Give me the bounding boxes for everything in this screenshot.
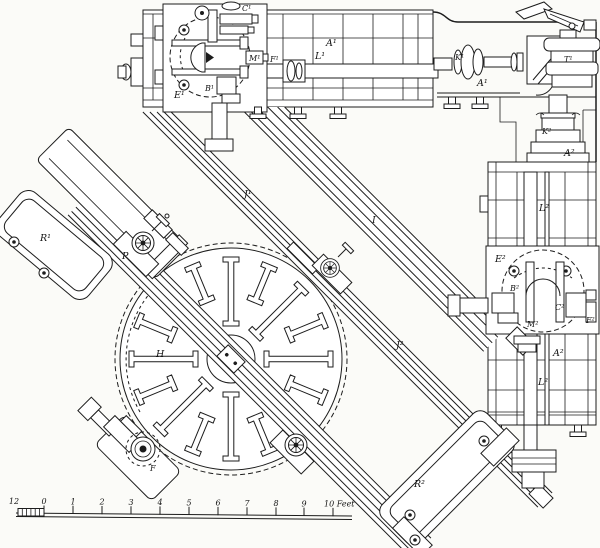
gear-circle-dashed xyxy=(501,249,585,333)
bevel-gear-k1 xyxy=(433,35,574,85)
carriage-mid xyxy=(311,241,355,295)
scale-tick-9: 9 xyxy=(301,500,306,509)
scale-tick-6: 6 xyxy=(215,499,220,508)
label-a2-upper: A² xyxy=(563,148,575,159)
label-l2-lower: L² xyxy=(537,377,548,388)
leadscrew-horizontal xyxy=(266,63,284,79)
label-a1-corner: A¹ xyxy=(476,78,488,89)
right-bed-lower xyxy=(489,424,587,489)
scale-end-label: 10 Feet xyxy=(324,500,355,509)
head-left xyxy=(154,1,269,152)
pivot-hole xyxy=(508,265,520,277)
frame-foot xyxy=(443,96,461,109)
scale-tick-8: 8 xyxy=(273,499,278,508)
part-labels: A¹ L¹ F¹ C¹ M¹ B¹ E¹ K¹ T¹ A¹ K² A² L² E… xyxy=(39,4,595,490)
label-r2: R² xyxy=(413,479,425,490)
carriage-p xyxy=(112,212,171,278)
label-f: F xyxy=(149,464,156,473)
label-m2: M² xyxy=(526,320,538,329)
label-f2: F² xyxy=(585,316,595,325)
bolt-hole xyxy=(8,236,20,248)
bolt-hole xyxy=(478,435,490,447)
beam-i xyxy=(239,106,507,352)
scale-tick-3: 3 xyxy=(128,498,133,507)
bolt-hole xyxy=(404,509,416,521)
scale-tick-4: 4 xyxy=(156,498,162,507)
corner-frame xyxy=(432,1,600,163)
bracket-r1-plate xyxy=(0,190,113,300)
label-r1: R¹ xyxy=(39,233,51,244)
scale-tick-12: 12 xyxy=(9,497,19,506)
beam-j xyxy=(142,111,554,509)
label-b2: B² xyxy=(509,284,519,293)
handwheel xyxy=(284,433,308,457)
table-hub xyxy=(206,334,256,384)
scale-tick-1: 1 xyxy=(70,498,75,507)
label-e1: E¹ xyxy=(173,90,185,101)
label-a2-lower: A² xyxy=(552,348,564,359)
label-k1: K¹ xyxy=(454,53,464,62)
label-c2: C² xyxy=(555,303,564,312)
bevel-gear-k2 xyxy=(526,94,590,163)
carriage-lower xyxy=(269,429,315,475)
handwheel xyxy=(131,231,155,255)
label-a1-bed: A¹ xyxy=(325,38,337,49)
head-right xyxy=(447,245,600,356)
frame-foot xyxy=(471,96,489,109)
scale-bar: 12 0 1 2 3 4 5 6 7 8 9 10 Feet xyxy=(9,497,355,520)
beam-main xyxy=(67,194,432,548)
leadscrew-end-bearing xyxy=(130,57,144,87)
scale-tick-7: 7 xyxy=(244,499,250,508)
handwheel xyxy=(320,258,340,278)
label-f1: F¹ xyxy=(269,55,279,64)
scale-tick-5: 5 xyxy=(186,499,191,508)
scale-tick-0: 0 xyxy=(41,497,46,506)
table-dashed-rim xyxy=(114,242,348,476)
label-l1: L¹ xyxy=(314,51,325,62)
worm-drive-f xyxy=(77,396,180,500)
bracket-r2-group xyxy=(379,410,520,548)
pivot-hole xyxy=(178,79,190,91)
bolt-hole xyxy=(38,267,50,279)
scale-tick-2: 2 xyxy=(98,498,104,507)
beam-centre-plate xyxy=(216,344,246,374)
label-l2-upper: L² xyxy=(538,203,549,214)
splined-sleeve xyxy=(219,13,253,25)
label-p: P xyxy=(121,251,129,262)
label-m1: M¹ xyxy=(248,54,260,63)
pivot-hole xyxy=(178,24,190,36)
label-e2: E² xyxy=(494,254,506,265)
label-k2: K² xyxy=(541,127,551,136)
ratchet-lever xyxy=(515,1,597,40)
cone-pulley-t1 xyxy=(535,29,600,96)
beam-screw-segment xyxy=(286,241,320,275)
label-c1: C¹ xyxy=(242,4,251,13)
label-h: H xyxy=(155,349,165,360)
label-t1: T¹ xyxy=(564,55,573,64)
label-i: I xyxy=(371,215,376,226)
label-j2: J² xyxy=(394,340,404,351)
label-b1: B¹ xyxy=(204,84,214,93)
bolt-hole xyxy=(409,534,421,546)
label-j1: J¹ xyxy=(242,189,252,200)
